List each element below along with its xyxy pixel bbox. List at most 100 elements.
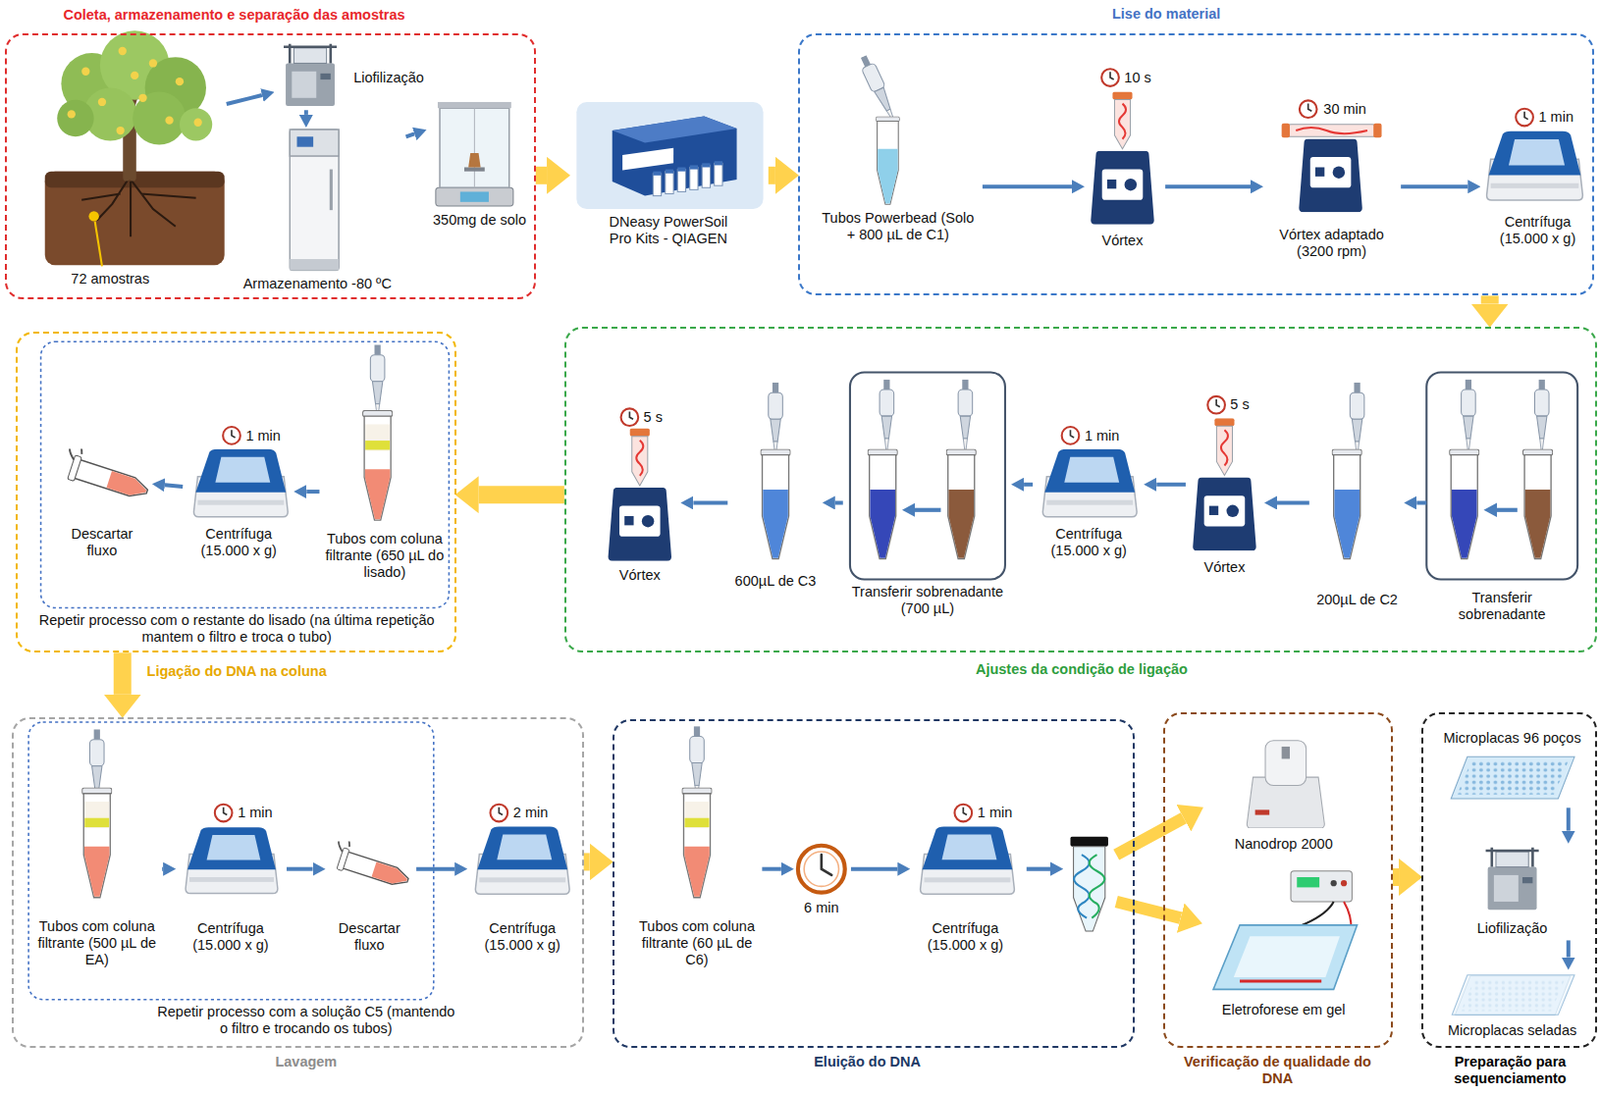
tree-illustration: [81, 175, 196, 237]
timer-label: 1 min: [1532, 108, 1580, 126]
step-node: Eletroforese em gel: [1204, 865, 1366, 1025]
step-group-panel: Verificação de qualidade do DNANanodrop …: [1163, 712, 1393, 1049]
step-node: Liofilização: [1463, 843, 1580, 942]
step-node: Liofilização: [273, 43, 434, 111]
step-label: Eletroforese em gel: [1207, 1002, 1361, 1019]
tube-icon: [630, 428, 650, 486]
flow-arrow: [1566, 940, 1571, 958]
step-label: Liofilização: [346, 69, 430, 87]
flow-arrow: [1566, 807, 1571, 831]
vortex-icon: [1192, 478, 1256, 552]
pipette-icon: [690, 726, 705, 799]
vortex-icon: [1090, 151, 1154, 225]
transfer-box: [850, 372, 1006, 580]
tree-illustration: [98, 98, 107, 107]
panel-title: Lavagem: [244, 1054, 368, 1071]
kit-illustration: [576, 102, 763, 210]
flow-arrow: [535, 166, 547, 185]
step-node: Transferir sobrenadante: [1426, 372, 1580, 628]
panel-title: Eluição do DNA: [765, 1054, 970, 1071]
transfer-box: [867, 449, 898, 560]
step-node: 6 min: [793, 841, 852, 923]
step-group-panel: Ligação do DNA na colunaRepetir processo…: [15, 331, 457, 653]
flow-arrow: [1116, 818, 1184, 855]
step-node: Tubos com coluna filtrante (60 µL de C6): [632, 726, 763, 994]
flow-arrow: [306, 489, 320, 494]
repeat-box: [41, 341, 450, 608]
flow-arrow: [479, 485, 565, 504]
centrifuge-icon: [920, 826, 1015, 895]
timer-label: 1 min: [239, 427, 287, 445]
illustration-layer: [28, 30, 1583, 1015]
panel-title: Preparação para sequenciamento: [1423, 1054, 1598, 1088]
step-label: Centrífuga (15.000 x g): [1485, 213, 1592, 248]
panel-note: Repetir processo com o restante do lisad…: [27, 612, 446, 646]
tree-illustration: [95, 221, 103, 267]
centrifuge-icon: [1487, 131, 1584, 201]
step-group-panel: Coleta, armazenamento e separação das am…: [4, 33, 536, 299]
step-label: 350mg de solo: [428, 212, 532, 229]
step-group-panel: LavagemRepetir processo com a solução C5…: [11, 717, 584, 1049]
freeze-dryer-icon: [283, 44, 337, 107]
transfer-box: [946, 449, 976, 560]
kit-illustration: [652, 162, 723, 196]
timer-icon: [954, 804, 972, 823]
vortex-icon: [608, 487, 672, 562]
flow-arrow: [1156, 482, 1186, 487]
flow-arrow: [1116, 902, 1180, 919]
step-label: Nanodrop 2000: [1222, 836, 1345, 854]
pipette-icon: [370, 344, 385, 417]
transfer-box: [879, 379, 895, 452]
step-node: 2 minCentrífuga (15.000 x g): [466, 800, 579, 960]
tree-illustration: [138, 94, 147, 103]
step-label: 200µL de C2: [1312, 591, 1402, 609]
timer-icon: [1101, 68, 1120, 87]
flow-arrow: [286, 867, 314, 872]
clock-icon: [803, 852, 839, 887]
tree-illustration: [164, 116, 173, 125]
panel-title: Ligação do DNA na coluna: [104, 663, 370, 681]
timer-label: 5 s: [638, 409, 669, 427]
column-tube-icon: [682, 788, 712, 899]
step-label: Transferir sobrenadante: [1436, 589, 1569, 624]
kit-illustration: [690, 164, 698, 169]
timer-icon: [214, 804, 233, 823]
flow-arrow: [1277, 500, 1310, 505]
discard-tube-icon: [59, 440, 156, 504]
kit-illustration: [677, 166, 686, 171]
kit-illustration: [652, 173, 661, 197]
tree-illustration: [88, 211, 99, 221]
step-node: Tubos Powerbead (Solo + 800 µL de C1): [813, 55, 983, 261]
flow-arrow: [584, 853, 590, 871]
centrifuge-icon: [193, 449, 288, 518]
tube-icon: [1332, 449, 1362, 560]
step-label: Descartar fluxo: [328, 920, 411, 955]
tree-illustration: [118, 47, 127, 55]
tube-icon: [1214, 418, 1234, 476]
step-node: Microplacas 96 poços: [1433, 726, 1593, 808]
step-node: 5 sVórtex: [600, 403, 682, 592]
timer-label: 1 min: [1078, 427, 1126, 445]
kit-illustration: [677, 169, 686, 193]
step-node: 72 amostras: [41, 41, 227, 297]
step-label: Liofilização: [1466, 920, 1559, 938]
step-node: 10 sVórtex: [1083, 62, 1166, 258]
transfer-box: [1495, 508, 1518, 513]
horizontal-tubes-icon: [1287, 124, 1376, 137]
flow-arrow: [768, 166, 776, 185]
flow-arrow: [761, 867, 781, 872]
transfer-box: [1426, 372, 1578, 580]
flow-arrow: [164, 484, 183, 487]
kit-illustration: [701, 162, 710, 167]
step-label: Descartar fluxo: [60, 526, 143, 560]
kit-illustration: [576, 102, 763, 210]
tree-illustration: [45, 171, 225, 267]
timer-icon: [489, 804, 508, 823]
tree-illustration: [149, 58, 158, 67]
step-label: Tubos com coluna filtrante (60 µL de C6): [635, 918, 760, 969]
clock-icon: [798, 846, 846, 894]
kit-node: DNeasy PowerSoil Pro Kits - QIAGEN: [569, 97, 769, 252]
freeze-dryer-icon: [1486, 848, 1540, 910]
step-label: Vórtex: [1086, 232, 1159, 250]
flow-arrow: [1026, 867, 1052, 872]
